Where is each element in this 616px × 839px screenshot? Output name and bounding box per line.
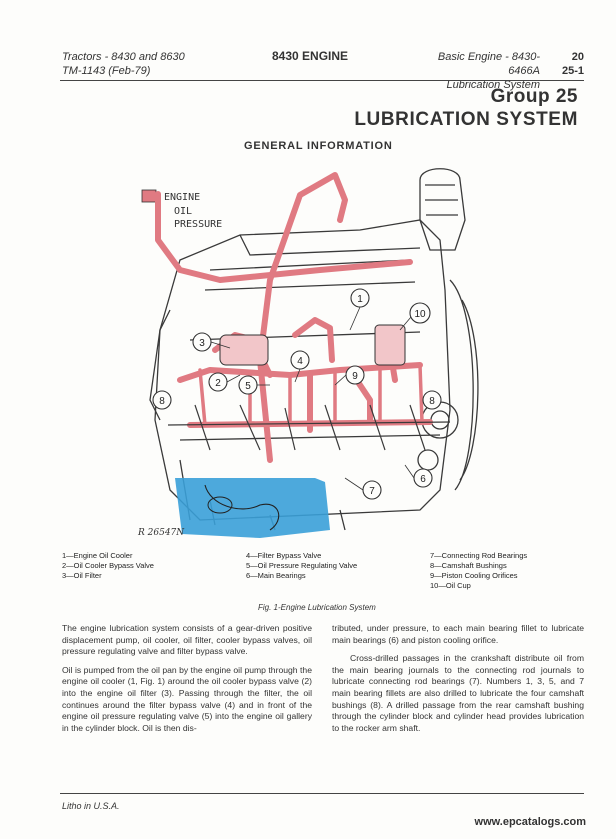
figure-caption: Fig. 1-Engine Lubrication System xyxy=(258,603,376,612)
section-title: LUBRICATION SYSTEM xyxy=(354,109,578,130)
header-right-line1: Basic Engine - 8430-6466A xyxy=(437,51,540,77)
callout-1: 1 xyxy=(350,288,370,308)
callout-2: 2 xyxy=(208,372,228,392)
svg-text:1: 1 xyxy=(357,294,363,305)
legend-col-2: 4—Filter Bypass Valve 5—Oil Pressure Reg… xyxy=(246,551,357,581)
legend-col-3: 7—Connecting Rod Bearings 8—Camshaft Bus… xyxy=(430,551,527,591)
callout-5: 5 xyxy=(238,375,258,395)
callout-7: 7 xyxy=(362,480,382,500)
callout-8b: 8 xyxy=(422,390,442,410)
legend-item-7: 7—Connecting Rod Bearings xyxy=(430,551,528,560)
footer-litho: Litho in U.S.A. xyxy=(62,801,120,811)
legend-item-5: 5—Oil Pressure Regulating Valve xyxy=(246,561,358,570)
header-right: Basic Engine - 8430-6466A Lubrication Sy… xyxy=(412,50,540,92)
group-label: Group 25 xyxy=(490,86,578,107)
legend-item-8: 8—Camshaft Bushings xyxy=(430,561,507,570)
legend-item-6: 6—Main Bearings xyxy=(246,571,306,580)
svg-text:8: 8 xyxy=(159,396,165,407)
svg-text:7: 7 xyxy=(369,486,375,497)
footer-rule xyxy=(60,793,584,794)
header-left-line1: Tractors - 8430 and 8630 xyxy=(62,51,185,63)
body-column-left: The engine lubrication system consists o… xyxy=(62,623,312,741)
header-center: 8430 ENGINE xyxy=(272,49,349,63)
svg-text:4: 4 xyxy=(297,356,303,367)
body-column-right: tributed, under pressure, to each main b… xyxy=(332,623,584,741)
callout-8a: 8 xyxy=(152,390,172,410)
legend-item-9: 9—Piston Cooling Orifices xyxy=(430,571,518,580)
oil-pump-inlet xyxy=(207,496,233,514)
svg-text:10: 10 xyxy=(414,309,426,320)
callout-4: 4 xyxy=(290,350,310,370)
body-right-para-2: Cross-drilled passages in the crankshaft… xyxy=(332,653,584,733)
oil-pressure-key-label-2: OIL xyxy=(174,206,192,217)
footer-website-link[interactable]: www.epcatalogs.com xyxy=(474,816,586,828)
callout-9: 9 xyxy=(345,365,365,385)
oil-pressure-key-label-1: ENGINE xyxy=(164,192,200,203)
callout-10: 10 xyxy=(409,302,431,324)
svg-text:8: 8 xyxy=(429,396,435,407)
engine-lubrication-diagram: ENGINE OIL PRESSURE xyxy=(137,168,479,538)
header-page-bottom: 25-1 xyxy=(561,65,584,77)
legend-item-4: 4—Filter Bypass Valve xyxy=(246,551,322,560)
subheading: GENERAL INFORMATION xyxy=(244,140,393,152)
header-right-line2: Lubrication System xyxy=(446,79,540,91)
engine-block-outline xyxy=(149,168,479,531)
legend-item-10: 10—Oil Cup xyxy=(430,581,471,590)
callouts: 1 2 3 4 5 6 7 8 8 9 10 xyxy=(152,288,442,500)
callout-leaders xyxy=(210,306,415,491)
legend-item-2: 2—Oil Cooler Bypass Valve xyxy=(62,561,154,570)
body-left-para-2: Oil is pumped from the oil pan by the en… xyxy=(62,664,312,733)
header-left-line2: TM-1143 (Feb-79) xyxy=(62,65,151,77)
figure-ref-code: R 26547N xyxy=(137,528,185,538)
legend-col-1: 1—Engine Oil Cooler 2—Oil Cooler Bypass … xyxy=(62,551,154,581)
svg-text:5: 5 xyxy=(245,381,251,392)
legend-item-1: 1—Engine Oil Cooler xyxy=(62,551,133,560)
oil-filter-shape xyxy=(219,334,269,366)
crankshaft xyxy=(167,404,451,451)
svg-text:6: 6 xyxy=(420,474,426,485)
header-page-numbers: 20 25-1 xyxy=(548,50,584,78)
header-page-top: 20 xyxy=(571,51,584,63)
oil-cup-shape xyxy=(374,324,406,366)
svg-text:9: 9 xyxy=(352,371,358,382)
svg-text:3: 3 xyxy=(199,338,205,349)
bearing-branches xyxy=(198,363,424,427)
header-rule xyxy=(60,80,584,81)
callout-3: 3 xyxy=(192,332,212,352)
svg-text:2: 2 xyxy=(215,378,221,389)
oil-pressure-key-label-3: PRESSURE xyxy=(174,219,222,230)
header-left: Tractors - 8430 and 8630 TM-1143 (Feb-79… xyxy=(62,50,185,78)
callout-6: 6 xyxy=(413,468,433,488)
body-left-para-1: The engine lubrication system consists o… xyxy=(62,623,312,657)
oil-pressure-key-swatch xyxy=(141,189,157,203)
legend-item-3: 3—Oil Filter xyxy=(62,571,102,580)
body-right-para-1: tributed, under pressure, to each main b… xyxy=(332,623,584,645)
